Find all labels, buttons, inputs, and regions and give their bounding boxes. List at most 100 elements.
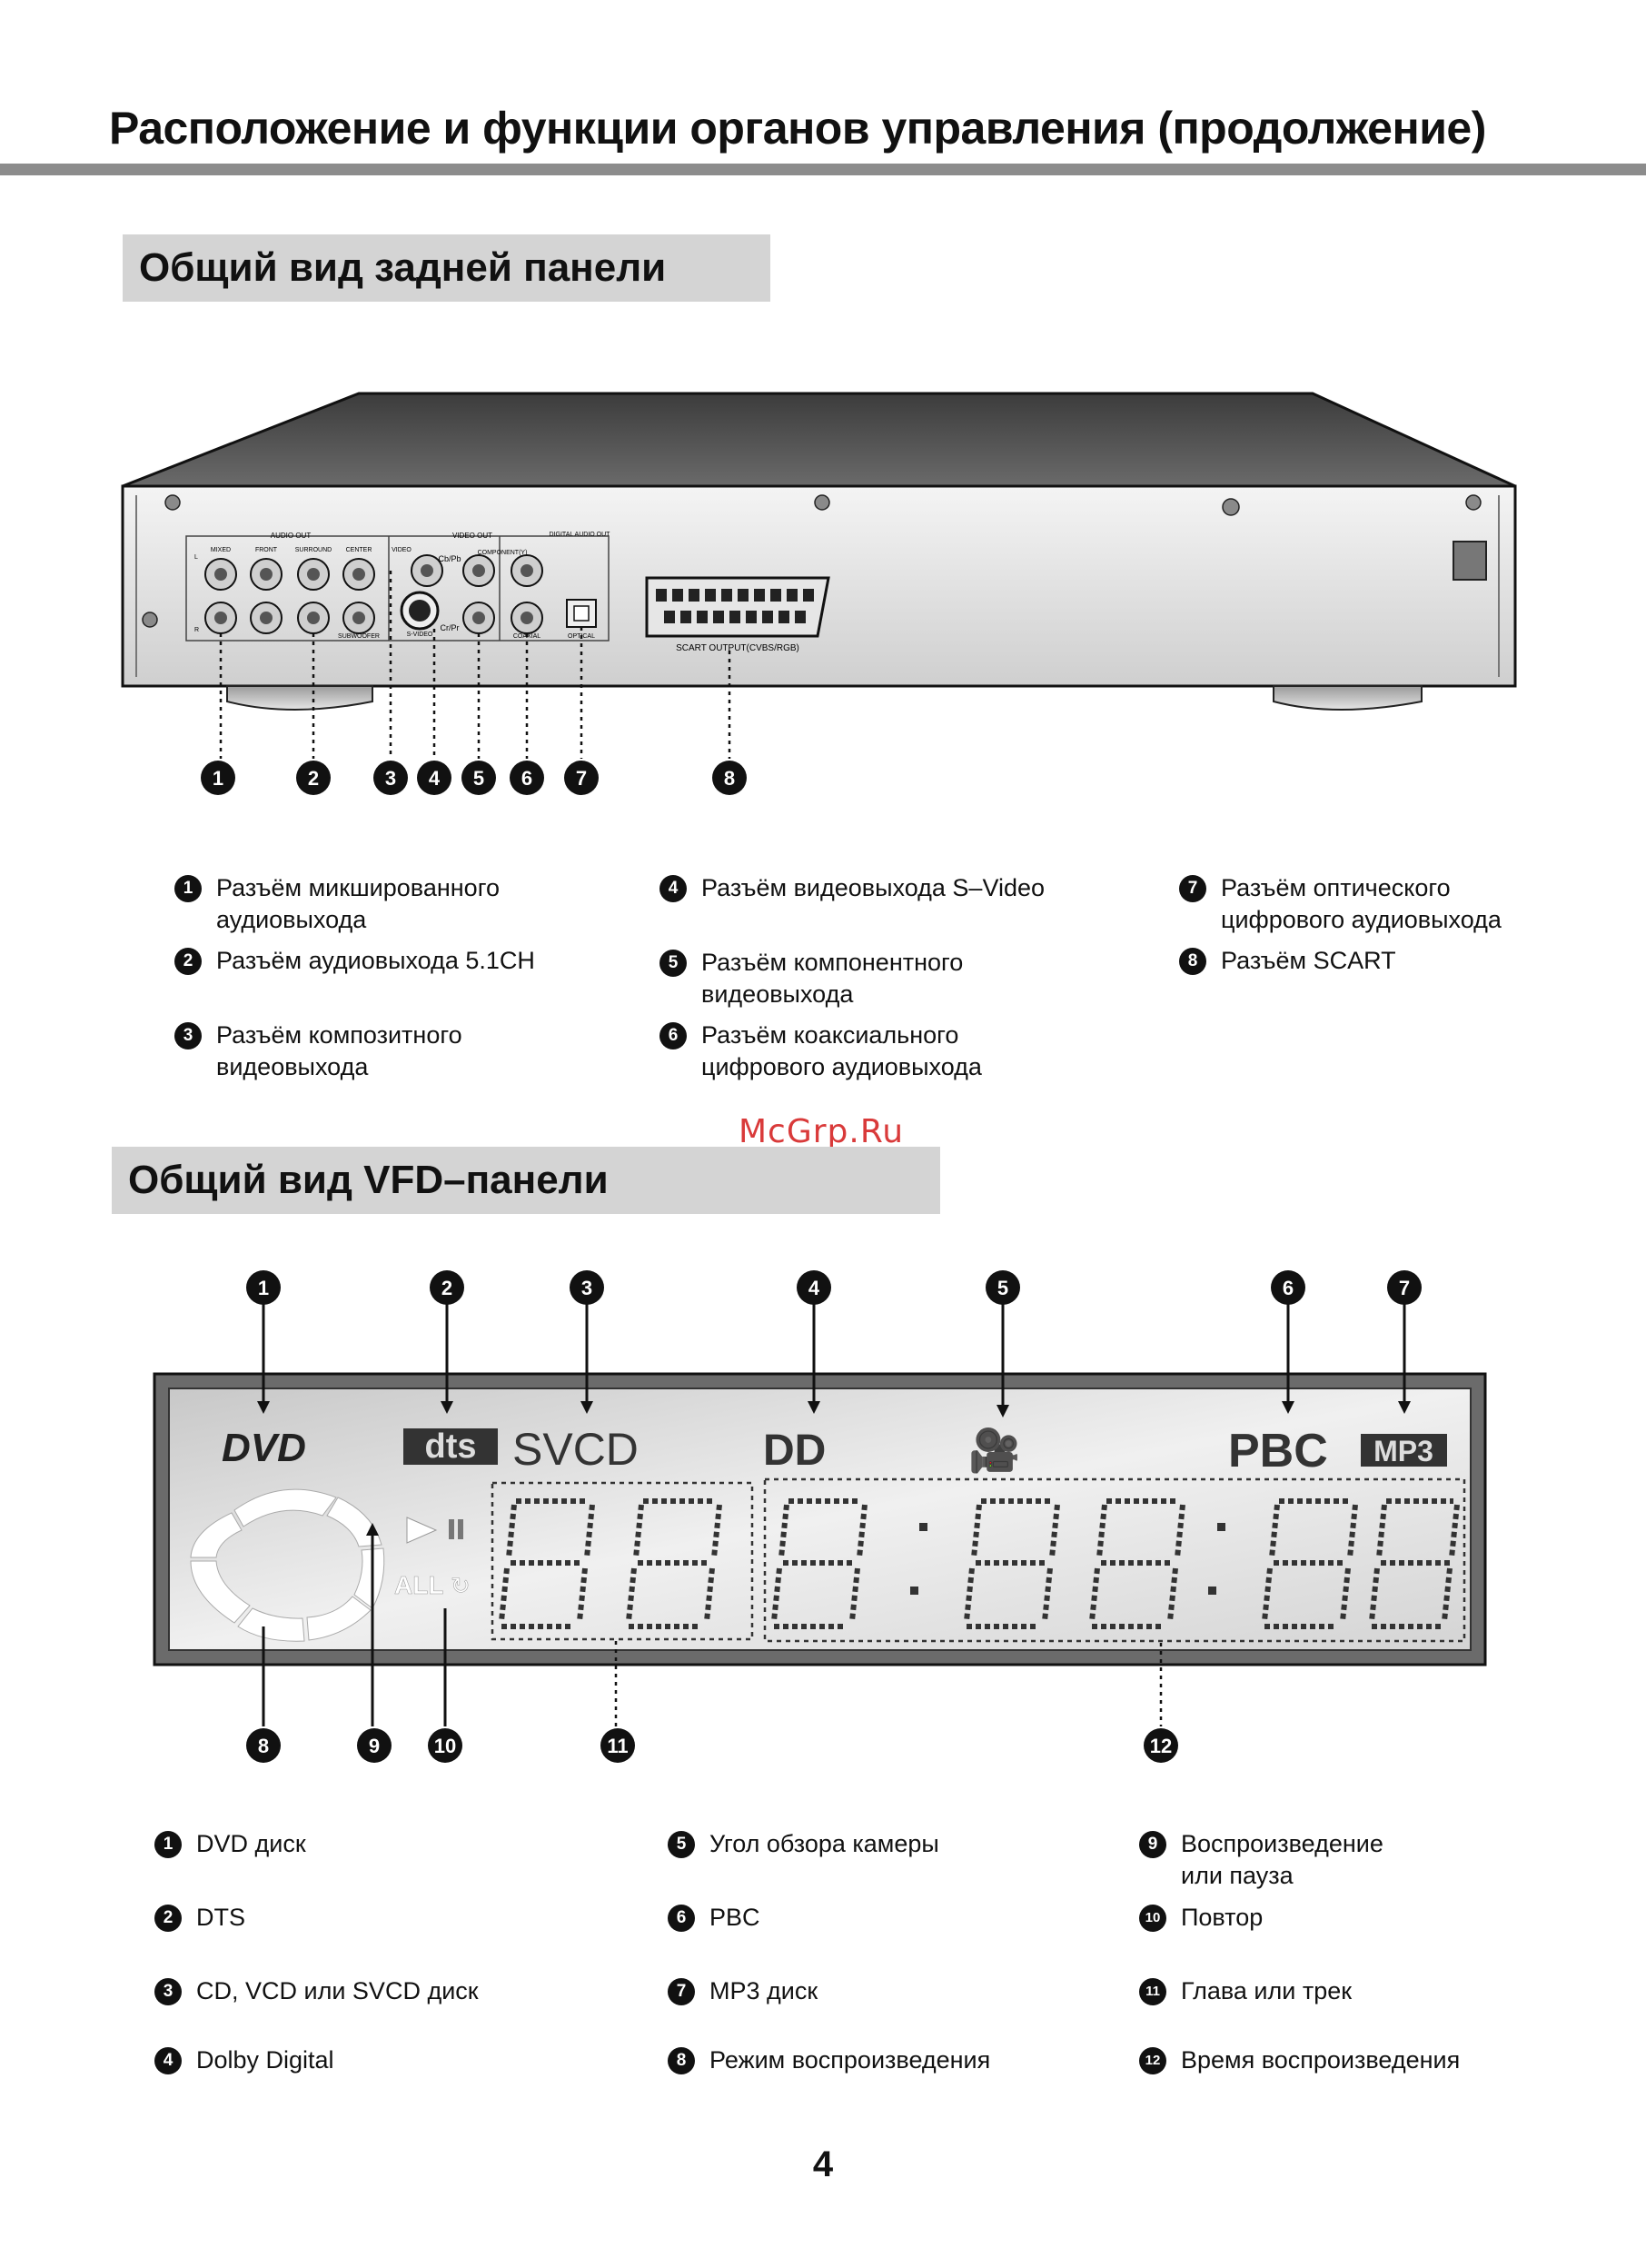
legend-text: Разъём композитного	[216, 1021, 462, 1049]
rear-panel-heading: Общий вид задней панели	[123, 234, 770, 302]
vfd-callout-11	[600, 1728, 635, 1763]
rear-callout-5-num: 5	[473, 767, 484, 790]
legend-badge: 4	[659, 875, 687, 902]
label-scart: SCART OUTPUT(CVBS/RGB)	[676, 643, 799, 653]
vfd-callout-1-num: 1	[258, 1277, 269, 1299]
rear-callout-3-num: 3	[385, 767, 396, 790]
legend-text: Dolby Digital	[196, 2046, 334, 2074]
vfd-callout-3	[570, 1270, 604, 1305]
title-rule	[0, 164, 1646, 175]
label-subwoofer: SUBWOOFER	[338, 633, 380, 640]
legend-badge: 5	[668, 1831, 695, 1858]
legend-text-2: видеовыхода	[216, 1053, 369, 1080]
label-surround: SURROUND	[295, 547, 332, 553]
legend-badge: 3	[174, 1022, 202, 1049]
label-center: CENTER	[346, 547, 372, 553]
rear-callout-1-num: 1	[213, 767, 223, 790]
legend-badge: 11	[1139, 1978, 1166, 2005]
legend-text-2: или пауза	[1181, 1862, 1294, 1889]
rear-panel-illustration: AUDIO OUT VIDEO OUT DIGITAL AUDIO OUT MI…	[121, 392, 1517, 795]
label-front: FRONT	[255, 547, 278, 553]
legend-badge: 3	[154, 1978, 182, 2005]
rear-callout-6	[510, 761, 544, 795]
rear-callout-6-num: 6	[521, 767, 532, 790]
rear-callout-4	[417, 761, 451, 795]
legend-text: Разъём оптического	[1221, 874, 1451, 901]
vfd-callout-10	[428, 1728, 462, 1763]
vfd-callout-11-num: 11	[607, 1735, 628, 1757]
legend-badge: 9	[1139, 1831, 1166, 1858]
legend-text-2: цифрового аудиовыхода	[701, 1053, 982, 1080]
label-right: R	[194, 627, 199, 633]
legend-badge: 6	[668, 1905, 695, 1932]
page-title: Расположение и функции органов управлени…	[109, 103, 1486, 154]
rear-callout-4-num: 4	[429, 767, 441, 790]
legend-text: Режим воспроизведения	[709, 2046, 991, 2074]
vfd-callout-7	[1387, 1270, 1422, 1305]
vfd-callout-2	[430, 1270, 464, 1305]
label-audio-out: AUDIO OUT	[271, 532, 312, 540]
vfd-callout-1	[246, 1270, 281, 1305]
vfd-panel-illustration: DVD dts SVCD DD 🎥 PBC MP3 ALL ↻	[153, 1270, 1487, 1763]
foot-right	[1273, 685, 1423, 711]
vfd-callout-5-num: 5	[997, 1277, 1008, 1299]
legend-text-2: цифрового аудиовыхода	[1221, 906, 1502, 933]
camera-angle-icon: 🎥	[968, 1427, 1020, 1475]
vfd-callout-4-num: 4	[808, 1277, 820, 1299]
pause-icon	[449, 1519, 454, 1539]
dvd-logo: DVD	[222, 1426, 306, 1470]
legend-text: Повтор	[1181, 1904, 1264, 1931]
legend-badge: 4	[154, 2047, 182, 2074]
legend-text: Разъём микшированного	[216, 874, 500, 901]
page-number: 4	[812, 2144, 834, 2184]
legend-text: Глава или трек	[1181, 1977, 1353, 2004]
vfd-callout-6	[1271, 1270, 1305, 1305]
rear-callout-7-num: 7	[576, 767, 587, 790]
digit-6	[1262, 1498, 1358, 1629]
legend-badge: 2	[154, 1905, 182, 1932]
vfd-callout-6-num: 6	[1283, 1277, 1294, 1299]
label-component: COMPONENT(Y)	[478, 550, 528, 556]
rear-callouts: 1 2 3 4 5 6 7 8	[201, 761, 747, 795]
legend-badge: 10	[1139, 1905, 1166, 1932]
vfd-callout-12	[1144, 1728, 1178, 1763]
vfd-callout-4	[797, 1270, 831, 1305]
label-video-out: VIDEO OUT	[452, 532, 492, 540]
play-icon	[406, 1517, 438, 1544]
watermark: McGrp.Ru	[739, 1113, 905, 1150]
legend-text: Угол обзора камеры	[709, 1830, 939, 1857]
rear-callout-8-num: 8	[724, 767, 735, 790]
dts-logo-bg	[403, 1428, 498, 1465]
vfd-callout-8	[246, 1728, 281, 1763]
rear-callout-3	[373, 761, 408, 795]
pbc-indicator: PBC	[1228, 1425, 1328, 1477]
digit-5	[1089, 1498, 1185, 1629]
repeat-all-indicator: ALL	[394, 1571, 443, 1599]
digit-1	[499, 1498, 595, 1629]
mp3-indicator: MP3	[1373, 1435, 1433, 1467]
dts-logo: dts	[425, 1427, 477, 1466]
legend-badge: 12	[1139, 2047, 1166, 2074]
legend-text: PBC	[709, 1904, 760, 1931]
label-cbpb: Cb/Pb	[438, 554, 461, 563]
legend-text: CD, VCD или SVCD диск	[196, 1977, 479, 2004]
legend-text: Разъём коаксиального	[701, 1021, 959, 1049]
svcd-indicator: SVCD	[512, 1424, 639, 1475]
rear-callout-5	[461, 761, 496, 795]
legend-text: Время воспроизведения	[1181, 2046, 1461, 2074]
scart-connector	[645, 576, 830, 638]
digit-3	[771, 1498, 868, 1629]
legend-text: Разъём SCART	[1221, 947, 1396, 974]
digit-2	[626, 1498, 722, 1629]
digit-display	[499, 1498, 1460, 1629]
legend-badge: 6	[659, 1022, 687, 1049]
rear-callout-1	[201, 761, 235, 795]
vfd-callout-3-num: 3	[581, 1277, 592, 1299]
legend-text: DVD диск	[196, 1830, 306, 1857]
legend-badge: 2	[174, 948, 202, 975]
legend-badge: 5	[659, 950, 687, 977]
chassis-top	[122, 392, 1516, 488]
legend-badge: 7	[668, 1978, 695, 2005]
vfd-callout-9	[357, 1728, 392, 1763]
rear-callout-2	[296, 761, 331, 795]
